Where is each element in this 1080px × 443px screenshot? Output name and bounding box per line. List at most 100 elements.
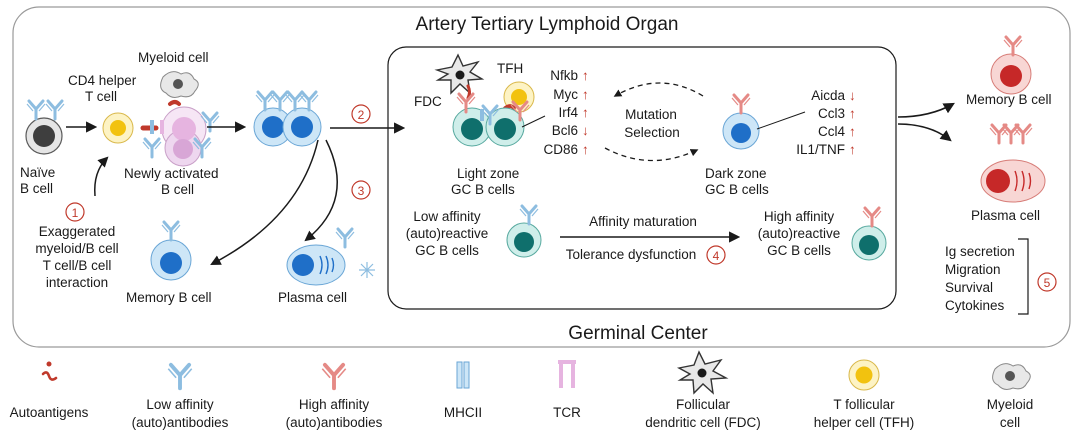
gene-bcl6: Bcl6	[552, 123, 578, 138]
memory-b-cell-right	[990, 35, 1032, 95]
gene-il1-tnf-dir: ↑	[849, 142, 856, 157]
selection-label: Selection	[624, 125, 680, 140]
legend-tcr-icon	[558, 360, 576, 388]
germinal-center-box	[387, 46, 897, 310]
tlo-outer-box	[12, 6, 1071, 348]
gene-cd86-dir: ↑	[582, 142, 589, 157]
light-zone-label-1: Light zone	[457, 166, 519, 181]
high-affinity-line-3: GC B cells	[767, 243, 831, 258]
low-affinity-line-2: (auto)reactive	[406, 226, 489, 241]
arrow-to-plasma-cell	[304, 139, 338, 242]
gene-myc-dir: ↑	[582, 87, 589, 102]
interaction-line-3: T cell/B cell	[43, 258, 112, 273]
step-3-number: 3	[358, 184, 365, 198]
gene-aicda-dir: ↓	[849, 88, 856, 103]
newly-activated-b-cell	[140, 100, 221, 167]
plasma-cell-right	[980, 123, 1046, 203]
gene-nfkb: Nfkb	[550, 68, 578, 83]
legend-low-affinity-2: (auto)antibodies	[132, 415, 229, 430]
gene-il1-tnf: IL1/TNF	[796, 142, 845, 157]
step-5-badge	[1037, 272, 1057, 292]
legend-high-affinity-antibody-icon	[320, 362, 348, 391]
gene-myc: Myc	[553, 87, 578, 102]
function-survival: Survival	[945, 280, 993, 295]
naive-b-cell	[25, 99, 66, 155]
interaction-line-4: interaction	[46, 275, 108, 290]
dark-zone-label-2: GC B cells	[705, 182, 769, 197]
memory-right-label: Memory B cell	[966, 92, 1052, 107]
diagram-title: Artery Tertiary Lymphoid Organ	[416, 14, 679, 35]
legend-autoantigens: Autoantigens	[10, 405, 89, 420]
fdc-label: FDC	[414, 94, 442, 109]
gene-ccl4: Ccl4	[818, 124, 845, 139]
legend-fdc-icon	[676, 350, 729, 395]
gene-aicda: Aicda	[811, 88, 845, 103]
interaction-line-1: Exaggerated	[39, 224, 116, 239]
memory-left-label: Memory B cell	[126, 290, 212, 305]
selection-cycle-arrow-top	[613, 82, 704, 97]
light-zone-label-2: GC B cells	[451, 182, 515, 197]
light-zone-pointer	[521, 115, 546, 128]
tfh-label: TFH	[497, 61, 523, 76]
function-migration: Migration	[945, 262, 1001, 277]
gene-ccl3-dir: ↑	[849, 106, 856, 121]
legend-fdc-1: Follicular	[676, 397, 731, 412]
naive-label-2: B cell	[20, 181, 53, 196]
gene-irf4: Irf4	[558, 105, 578, 120]
myeloid-label: Myeloid cell	[138, 50, 209, 65]
naive-label-1: Naïve	[20, 165, 55, 180]
mutation-label: Mutation	[625, 107, 677, 122]
legend-fdc-2: dendritic cell (FDC)	[645, 415, 761, 430]
high-affinity-line-1: High affinity	[764, 209, 835, 224]
gene-ccl4-dir: ↑	[849, 124, 856, 139]
legend-autoantigen-icon	[41, 361, 58, 381]
legend-myeloid-2: cell	[1000, 415, 1020, 430]
step-2-badge	[351, 104, 371, 124]
legend-low-affinity-1: Low affinity	[146, 397, 214, 412]
light-zone-gc-b-cells	[452, 92, 531, 147]
step-1-badge	[65, 202, 85, 222]
function-ig-secretion: Ig secretion	[945, 244, 1015, 259]
arrow-to-plasma-cell-right	[897, 123, 952, 142]
high-affinity-gc-b-cell	[851, 206, 887, 261]
step-3-badge	[351, 180, 371, 200]
step-5-number: 5	[1044, 276, 1051, 290]
legend-low-affinity-antibody-icon	[166, 362, 194, 391]
legend-high-affinity-2: (auto)antibodies	[286, 415, 383, 430]
dark-zone-pointer	[756, 111, 806, 130]
step-4-number: 4	[713, 249, 720, 263]
tolerance-label: Tolerance dysfunction	[566, 247, 697, 262]
cd4-t-cell	[102, 112, 134, 144]
low-affinity-line-3: GC B cells	[415, 243, 479, 258]
dark-zone-gc-b-cell	[722, 93, 760, 150]
light-zone-genes: Nfkb ↑ Myc ↑ Irf4 ↑ Bcl6 ↓ CD86 ↑	[543, 68, 588, 157]
activated-label-2: B cell	[161, 182, 194, 197]
plasma-cell-left	[286, 227, 375, 286]
legend-tcr: TCR	[553, 405, 581, 420]
high-affinity-line-2: (auto)reactive	[758, 226, 841, 241]
interaction-line-2: myeloid/B cell	[35, 241, 118, 256]
myeloid-cell	[160, 71, 199, 98]
dividing-b-cells	[253, 90, 322, 147]
fdc-cell	[434, 53, 485, 100]
legend-tfh-1: T follicular	[833, 397, 895, 412]
gene-ccl3: Ccl3	[818, 106, 845, 121]
legend-high-affinity-1: High affinity	[299, 397, 370, 412]
function-cytokines: Cytokines	[945, 298, 1005, 313]
step-1-number: 1	[72, 206, 79, 220]
arrow-to-memory-b-cell	[210, 139, 319, 265]
affinity-maturation-label: Affinity maturation	[589, 214, 697, 229]
legend: Autoantigens Low affinity (auto)antibodi…	[10, 350, 1033, 430]
low-affinity-line-1: Low affinity	[413, 209, 481, 224]
legend-tfh-icon	[848, 359, 880, 391]
legend-tfh-2: helper cell (TFH)	[814, 415, 915, 430]
activated-label-1: Newly activated	[124, 166, 219, 181]
germinal-center-label: Germinal Center	[568, 323, 708, 344]
functions-bracket	[1018, 238, 1029, 315]
cd4-label-2: T cell	[85, 89, 117, 104]
dark-zone-genes: Aicda ↓ Ccl3 ↑ Ccl4 ↑ IL1/TNF ↑	[796, 88, 856, 157]
gene-irf4-dir: ↑	[582, 105, 589, 120]
selection-cycle-arrow-bottom	[604, 147, 699, 162]
gene-nfkb-dir: ↑	[582, 68, 589, 83]
